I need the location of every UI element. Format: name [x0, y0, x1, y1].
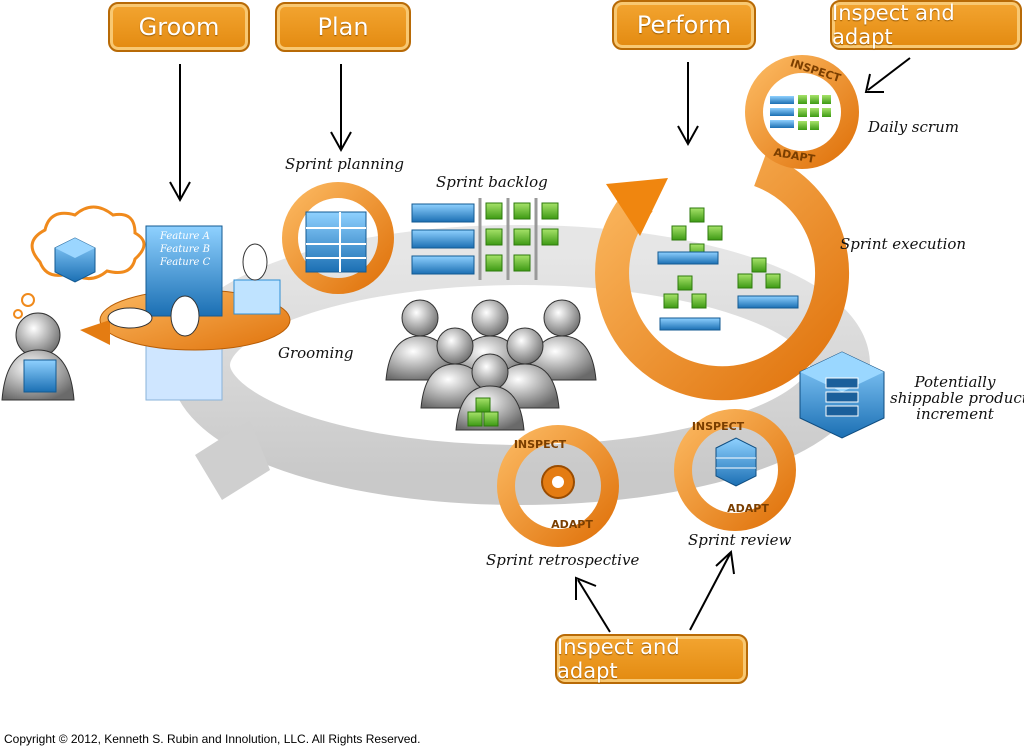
backlog-item-c: Feature C [160, 257, 211, 268]
phase-perform: Perform [612, 0, 756, 50]
daily-scrum-ring: INSPECT ADAPT [745, 55, 859, 169]
grooming-person [1, 205, 146, 401]
inspect-review-arrow [689, 553, 731, 631]
review-inspect-text: INSPECT [692, 420, 745, 433]
label-grooming: Grooming [278, 344, 354, 362]
copyright-notice: Copyright © 2012, Kenneth S. Rubin and I… [4, 732, 421, 746]
label-increment: Potentially shippable product increment [890, 373, 1024, 423]
phase-inspect-adapt-top: Inspect and adapt [830, 0, 1022, 50]
sprint-review-ring: INSPECT ADAPT [674, 409, 796, 531]
phase-plan: Plan [275, 2, 411, 52]
increment-cube [799, 351, 885, 439]
review-adapt-text: ADAPT [727, 502, 769, 515]
sprint-planning-ring [282, 182, 394, 294]
label-daily-scrum: Daily scrum [868, 118, 959, 136]
phase-groom: Groom [108, 2, 250, 52]
development-team [385, 299, 597, 431]
label-sprint-review: Sprint review [688, 531, 792, 549]
label-sprint-execution: Sprint execution [840, 235, 967, 253]
label-sprint-backlog: Sprint backlog [436, 173, 548, 191]
label-sprint-retrospective: Sprint retrospective [486, 551, 640, 569]
backlog-item-b: Feature B [160, 244, 210, 255]
grooming-table [80, 225, 291, 401]
phase-inspect-adapt-bottom: Inspect and adapt [555, 634, 748, 684]
backlog-item-a: Feature A [160, 231, 210, 242]
label-sprint-planning: Sprint planning [285, 155, 405, 173]
retro-inspect-text: INSPECT [514, 438, 567, 451]
label-increment-line3: increment [916, 405, 994, 423]
sprint-backlog-grid [411, 198, 559, 280]
retro-adapt-text: ADAPT [551, 518, 593, 531]
sprint-execution-ring [595, 154, 849, 401]
label-increment-line2: shippable product [890, 389, 1024, 407]
inspect-retro-arrow [577, 579, 611, 633]
inspect-top-arrow [867, 57, 911, 91]
cycle-arrowhead [195, 420, 270, 500]
label-increment-line1: Potentially [914, 373, 996, 391]
sprint-retrospective-ring: INSPECT ADAPT [497, 425, 619, 547]
